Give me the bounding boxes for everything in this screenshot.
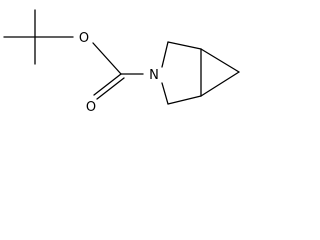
chemical-structure: O O N	[3, 9, 240, 115]
bond-oxygen-to-carbonyl-carbon	[92, 42, 122, 75]
bond-carbonyl-double-2	[96, 77, 125, 100]
bond-ch2-bottom-to-bridgehead	[167, 95, 202, 105]
bond-nitrogen-to-ch2-bottom	[161, 82, 169, 105]
atom-label-carbonyl-oxygen: O	[86, 100, 96, 115]
carbamate-group	[92, 42, 144, 100]
atom-label-ring-nitrogen: N	[149, 68, 159, 83]
bond-cyclopropane-top	[200, 48, 240, 73]
bond-carbonyl-double-1	[93, 73, 122, 96]
tert-butyl-group	[3, 9, 74, 65]
bond-nitrogen-to-ch2-top	[161, 41, 169, 68]
bicyclic-ring	[161, 41, 240, 105]
atom-label-ester-oxygen: O	[79, 31, 89, 46]
bond-ch2-top-to-bridgehead	[167, 41, 202, 50]
bond-cyclopropane-bottom	[200, 71, 240, 97]
